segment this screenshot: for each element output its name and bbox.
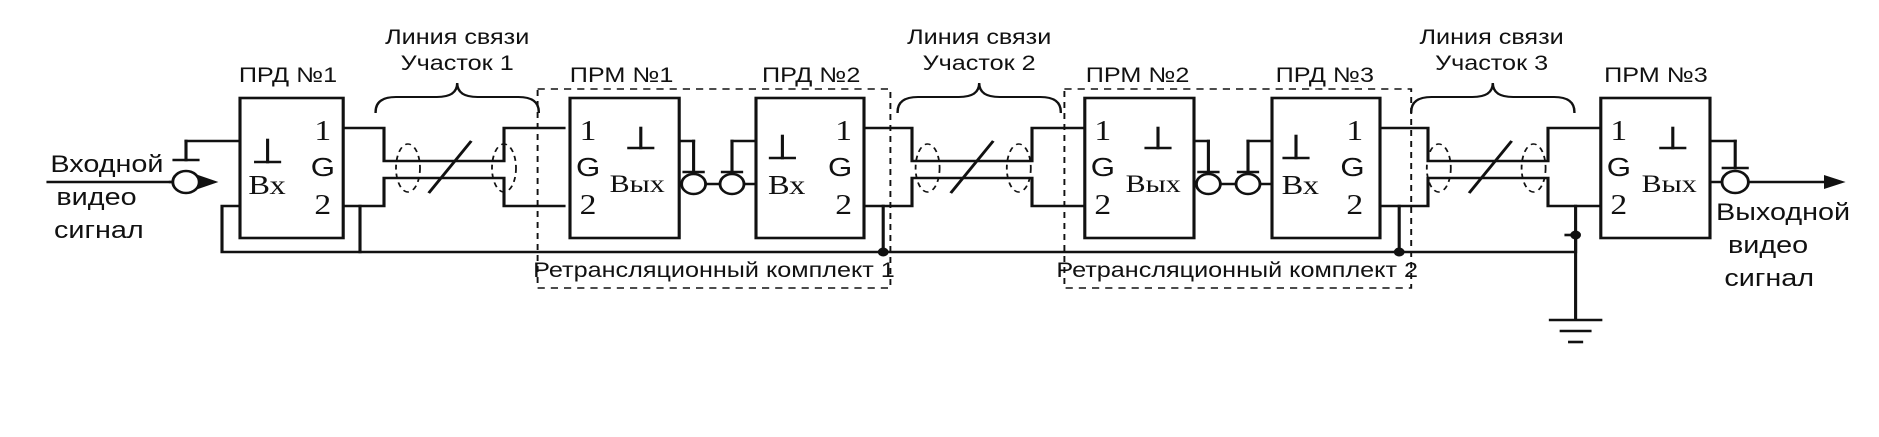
block-prm3: 1 G 2 Вых xyxy=(1599,96,1712,240)
svg-text:Вх: Вх xyxy=(1282,170,1319,200)
block-title-prm1: ПРМ №1 xyxy=(570,63,674,87)
block-prd2: Вх 1 G 2 xyxy=(754,96,866,240)
svg-text:сигнал: сигнал xyxy=(1724,264,1814,291)
block-prd3: Вх 1 G 2 xyxy=(1270,96,1382,240)
svg-text:Вых: Вых xyxy=(610,169,665,197)
svg-text:G: G xyxy=(1607,153,1631,182)
svg-text:Выходной: Выходной xyxy=(1716,198,1850,225)
svg-text:2: 2 xyxy=(1346,189,1363,221)
svg-text:2: 2 xyxy=(835,189,852,221)
line-section-1 xyxy=(341,126,566,208)
repeater-frame-2 xyxy=(1063,88,1413,289)
ground-bus xyxy=(220,204,1603,344)
svg-text:G: G xyxy=(311,153,335,182)
line-label-3-bottom: Участок 3 xyxy=(1435,51,1548,75)
svg-text:Входной: Входной xyxy=(50,150,163,177)
svg-text:1: 1 xyxy=(580,115,597,147)
line-label-1-bottom: Участок 1 xyxy=(401,51,514,75)
line-label-1-top: Линия связи xyxy=(385,25,529,49)
line-label-3-top: Линия связи xyxy=(1420,25,1564,49)
block-title-prd1: ПРД №1 xyxy=(239,63,337,87)
repeater-label-1: Ретрансляционный комплект 1 xyxy=(533,258,895,282)
line-label-2-bottom: Участок 2 xyxy=(923,51,1036,75)
svg-text:1: 1 xyxy=(835,115,852,147)
brace-1 xyxy=(374,82,541,114)
svg-text:Вх: Вх xyxy=(248,170,285,200)
svg-text:Вх: Вх xyxy=(768,170,805,200)
svg-text:1: 1 xyxy=(1094,115,1111,147)
svg-text:2: 2 xyxy=(580,189,597,221)
input-signal-label: Входной видео сигнал xyxy=(50,150,163,243)
brace-3 xyxy=(1409,82,1576,114)
svg-text:1: 1 xyxy=(314,115,331,147)
svg-text:1: 1 xyxy=(1346,115,1363,147)
line-section-3 xyxy=(1378,126,1603,208)
block-prm1: 1 G 2 Вых xyxy=(568,96,681,240)
line-section-2 xyxy=(862,126,1087,208)
svg-text:G: G xyxy=(828,153,852,182)
output-signal-label: Выходной видео сигнал xyxy=(1716,198,1850,291)
svg-text:2: 2 xyxy=(314,189,331,221)
repeater-frame-1 xyxy=(536,88,892,289)
block-title-prm2: ПРМ №2 xyxy=(1086,63,1190,87)
block-title-prd2: ПРД №2 xyxy=(762,63,860,87)
repeater-link-1 xyxy=(677,139,758,196)
block-title-prd3: ПРД №3 xyxy=(1276,63,1374,87)
input-connector xyxy=(46,139,242,195)
svg-text:G: G xyxy=(1091,153,1115,182)
svg-text:сигнал: сигнал xyxy=(54,216,144,243)
svg-text:2: 2 xyxy=(1610,189,1627,221)
block-prd1: Вх 1 G 2 xyxy=(238,96,345,240)
svg-text:Вых: Вых xyxy=(1642,169,1697,197)
svg-text:Вых: Вых xyxy=(1126,169,1181,197)
line-label-2-top: Линия связи xyxy=(907,25,1051,49)
svg-text:1: 1 xyxy=(1610,115,1627,147)
svg-text:видео: видео xyxy=(1728,231,1808,258)
svg-text:2: 2 xyxy=(1094,189,1111,221)
svg-text:G: G xyxy=(576,153,600,182)
output-connector xyxy=(1708,139,1846,195)
block-title-prm3: ПРМ №3 xyxy=(1604,63,1708,87)
block-prm2: 1 G 2 Вых xyxy=(1083,96,1196,240)
brace-2 xyxy=(896,82,1063,114)
svg-text:видео: видео xyxy=(56,183,136,210)
svg-text:G: G xyxy=(1340,153,1364,182)
repeater-label-2: Ретрансляционный комплект 2 xyxy=(1056,258,1418,282)
repeater-link-2 xyxy=(1192,139,1274,196)
